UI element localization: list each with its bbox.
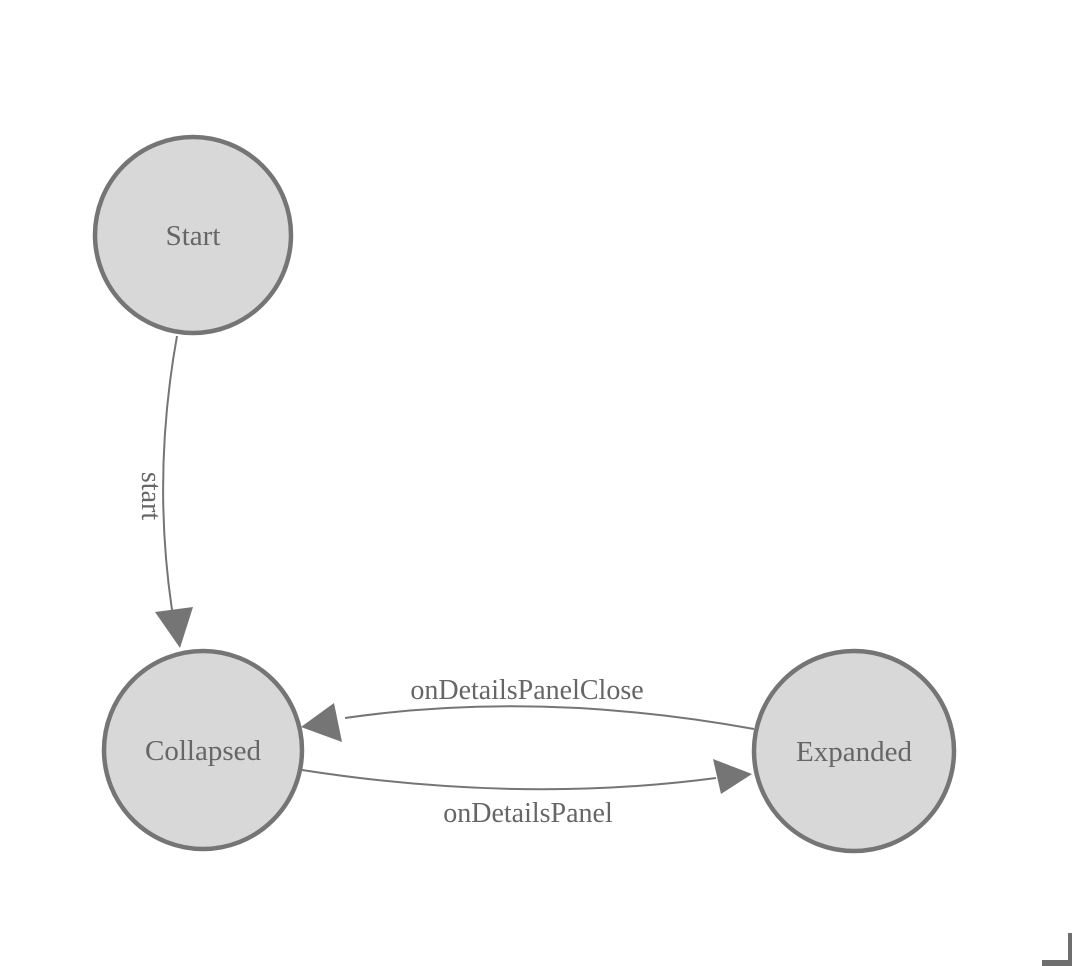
transition-ondetailspanelclose-label: onDetailsPanelClose — [410, 675, 643, 706]
transition-ondetailspanel-label: onDetailsPanel — [443, 798, 613, 829]
state-node-expanded-label: Expanded — [796, 736, 912, 768]
arrowhead-icon — [301, 703, 342, 742]
transition-start-line — [162, 335, 178, 611]
transition-start-label: start — [135, 472, 166, 520]
transition-ondetailspanelclose-line — [344, 705, 755, 730]
state-node-start[interactable]: Start — [92, 134, 294, 336]
state-node-start-circle[interactable] — [92, 134, 294, 336]
transition-ondetailspanelclose: onDetailsPanelClose — [301, 675, 755, 742]
state-node-start-label: Start — [166, 220, 221, 252]
transition-ondetailspanel: onDetailsPanel — [301, 759, 752, 829]
transition-ondetailspanel-line — [301, 769, 717, 791]
transition-start: start — [135, 335, 193, 648]
state-node-expanded[interactable]: Expanded — [751, 648, 957, 854]
state-node-collapsed-label: Collapsed — [145, 735, 261, 767]
state-node-expanded-circle[interactable] — [751, 648, 957, 854]
state-node-collapsed[interactable]: Collapsed — [101, 648, 305, 852]
arrowhead-icon — [155, 607, 193, 648]
arrowhead-icon — [713, 759, 752, 794]
vertical-scrollbar-thumb[interactable] — [1068, 933, 1072, 961]
state-node-collapsed-circle[interactable] — [101, 648, 305, 852]
horizontal-scrollbar-thumb[interactable] — [1042, 960, 1072, 966]
